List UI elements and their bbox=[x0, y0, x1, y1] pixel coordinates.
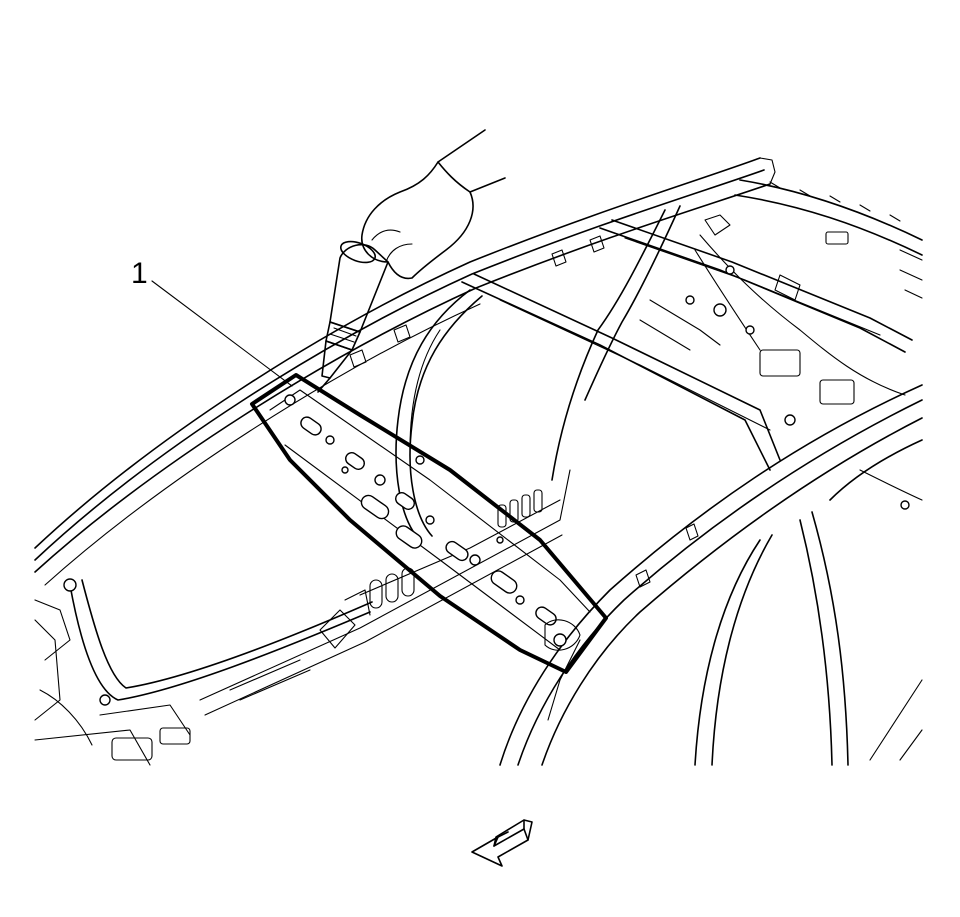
roof-rail-brackets bbox=[349, 235, 699, 588]
vehicle-body-frame bbox=[34, 157, 923, 766]
callout-1: 1 bbox=[131, 257, 293, 387]
rear-door-opening bbox=[694, 439, 923, 766]
gloved-hand-icon bbox=[361, 129, 506, 280]
right-side-rail bbox=[499, 384, 923, 766]
right-roof-rail bbox=[734, 179, 923, 299]
b-pillar-inner bbox=[551, 205, 906, 481]
cowl-structure bbox=[199, 469, 571, 716]
front-direction-arrow-icon bbox=[471, 819, 533, 867]
left-roof-rail bbox=[34, 157, 776, 586]
callout-label-1: 1 bbox=[131, 257, 148, 290]
windshield-frame bbox=[34, 578, 373, 766]
sealer-applicator-icon bbox=[317, 240, 389, 393]
a-pillar-inner bbox=[395, 289, 483, 541]
roof-bow-middle bbox=[599, 219, 913, 353]
highlighted-roof-panel bbox=[250, 373, 608, 674]
roof-bow-front bbox=[461, 273, 781, 471]
hand-with-applicator bbox=[317, 129, 506, 393]
